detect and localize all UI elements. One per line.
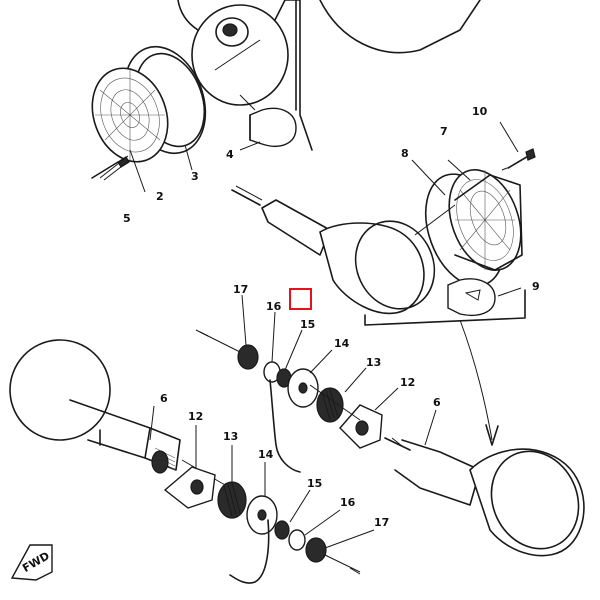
mounting-hardware-chain — [163, 329, 383, 584]
part-label-10: 10 — [472, 105, 488, 118]
lower-right-stalk-signal — [384, 437, 585, 557]
part-label-16-upper: 16 — [266, 300, 282, 313]
part-label-12-right: 12 — [400, 376, 415, 389]
part-label-14-upper: 14 — [334, 337, 350, 350]
middle-stalk-signal — [231, 185, 456, 315]
part-label-9: 9 — [532, 280, 540, 293]
part-label-17-upper: 17 — [233, 283, 248, 296]
part-label-6-right: 6 — [433, 396, 441, 409]
part-label-14-lower: 14 — [258, 448, 274, 461]
upper-right-lens-assembly — [364, 148, 536, 446]
part-label-3: 3 — [191, 170, 199, 183]
part-label-5: 5 — [123, 212, 131, 225]
leader-lines — [129, 121, 522, 549]
part-label-12-left: 12 — [188, 410, 203, 423]
part-number-labels: 2 3 4 5 6 6 7 8 9 10 12 12 13 13 14 14 1… — [123, 105, 540, 529]
part-label-2: 2 — [156, 190, 164, 203]
part-label-6-left: 6 — [160, 392, 168, 405]
upper-left-assembly — [91, 0, 481, 181]
part-label-13-left: 13 — [223, 430, 238, 443]
highlight-marker[interactable] — [289, 288, 312, 310]
part-label-16-lower: 16 — [340, 496, 356, 509]
part-label-7: 7 — [440, 125, 448, 138]
lower-left-stalk-signal — [9, 339, 181, 474]
part-label-15-upper: 15 — [300, 318, 315, 331]
part-label-4: 4 — [226, 148, 234, 161]
part-label-17-lower: 17 — [374, 516, 389, 529]
part-label-15-lower: 15 — [307, 477, 322, 490]
forward-direction-mark: FWD — [10, 544, 53, 581]
part-label-13-right: 13 — [366, 356, 381, 369]
part-label-8: 8 — [401, 147, 409, 160]
